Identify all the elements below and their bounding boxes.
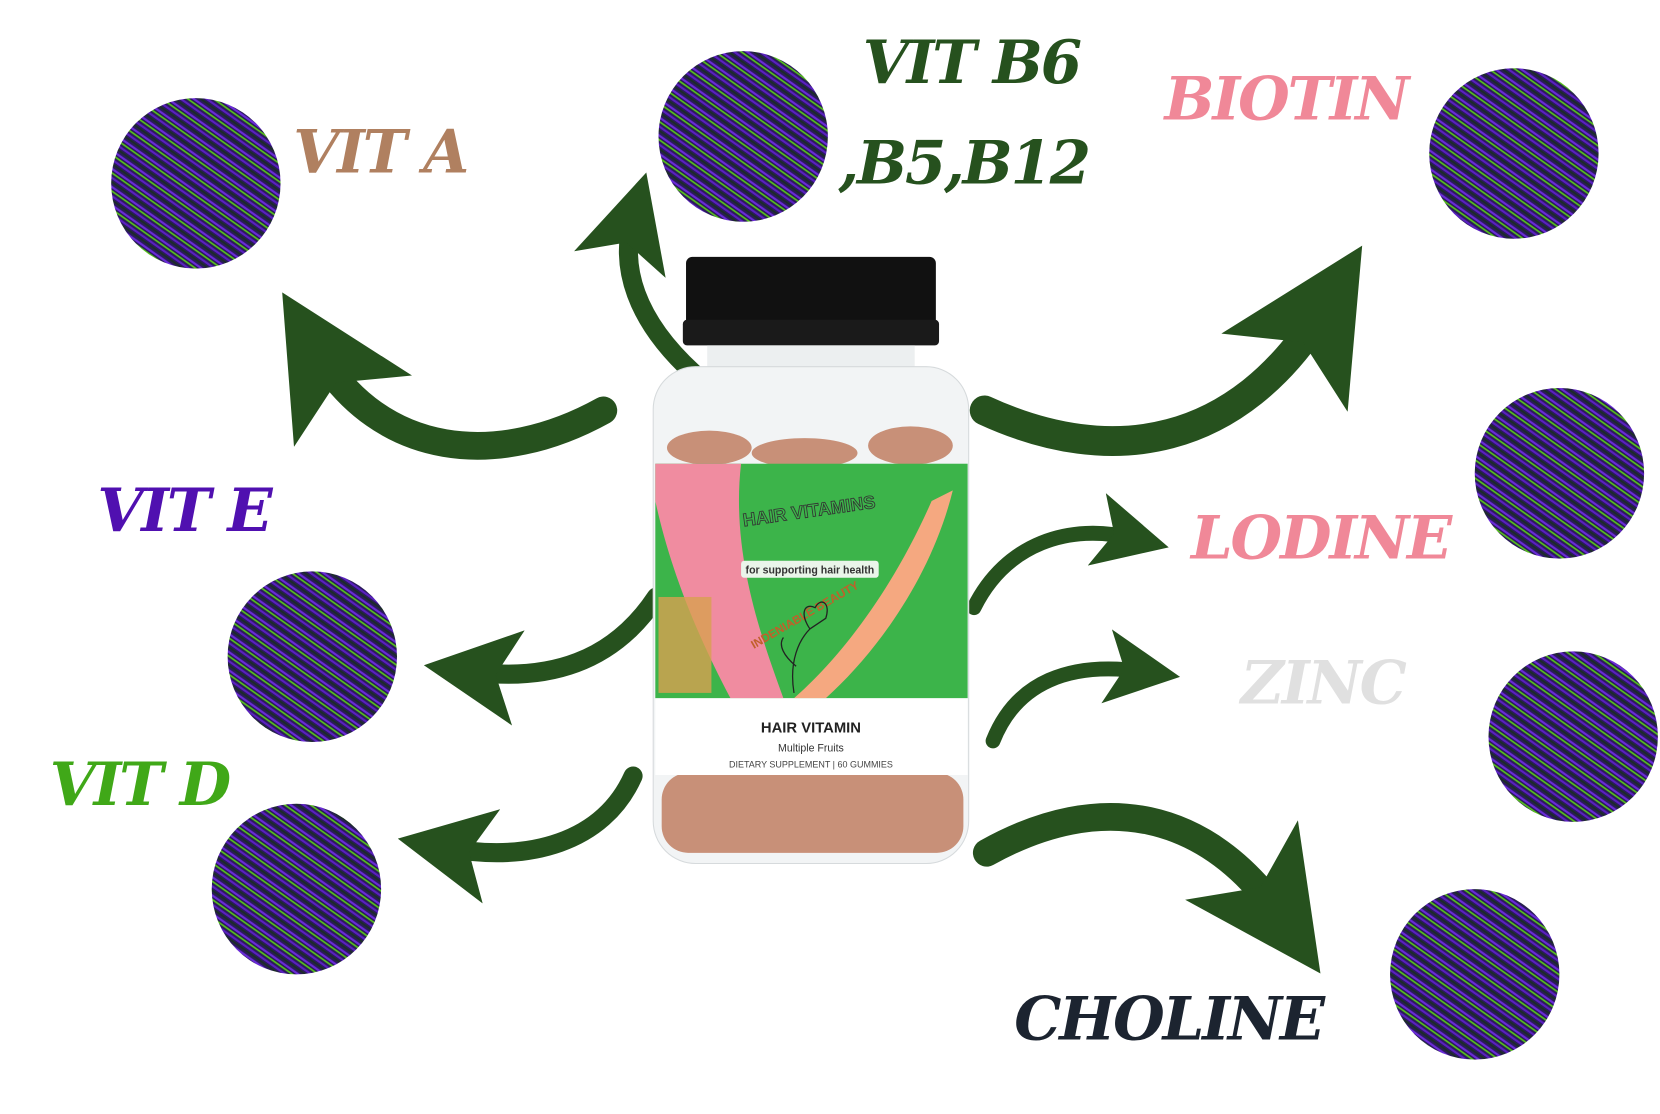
label-vit-b5-b12: ,B5,B12	[837, 128, 1088, 198]
flavor: Multiple Fruits	[778, 743, 844, 755]
arrows	[282, 172, 1363, 974]
circle-biotin	[1429, 68, 1599, 239]
arrow-vit-d	[397, 766, 643, 904]
circle-vit-a	[111, 98, 281, 269]
circle-choline	[1390, 889, 1560, 1060]
circle-vit-e	[227, 571, 398, 742]
arrow-vit-a	[282, 292, 618, 460]
circle-vit-b	[658, 51, 828, 222]
arrow-choline	[972, 803, 1321, 974]
arrow-vit-e	[423, 587, 666, 726]
label-lodine: LODINE	[1189, 503, 1453, 573]
tulip-icon	[780, 601, 828, 694]
circle-zinc	[1488, 651, 1658, 822]
nutrient-circles	[111, 51, 1658, 1060]
label-vit-b6: VIT B6	[863, 28, 1081, 98]
nutrient-labels: VIT A VIT B6 ,B5,B12 BIOTIN VIT E LODINE…	[50, 28, 1455, 1054]
supplement-details: DIETARY SUPPLEMENT | 60 GUMMIES	[729, 760, 893, 770]
bottle-cap	[686, 256, 936, 328]
arrow-zinc	[985, 629, 1181, 749]
label-biotin: BIOTIN	[1163, 64, 1413, 134]
label-zinc: ZINC	[1239, 648, 1407, 718]
arrow-lodine	[966, 493, 1169, 616]
circle-vit-d	[211, 803, 382, 975]
arrow-biotin	[969, 245, 1363, 456]
label-vit-a: VIT A	[293, 118, 467, 188]
label-vit-e: VIT E	[97, 476, 273, 546]
arrow-vit-b	[574, 172, 703, 383]
label-choline: CHOLINE	[1014, 984, 1326, 1054]
vitamin-bottle: HAIR VITAMINS for supporting hair health…	[652, 256, 970, 865]
product-name: HAIR VITAMIN	[761, 720, 861, 736]
tagline: for supporting hair health	[746, 564, 875, 576]
circle-lodine	[1474, 388, 1645, 559]
label-vit-d: VIT D	[50, 750, 232, 820]
